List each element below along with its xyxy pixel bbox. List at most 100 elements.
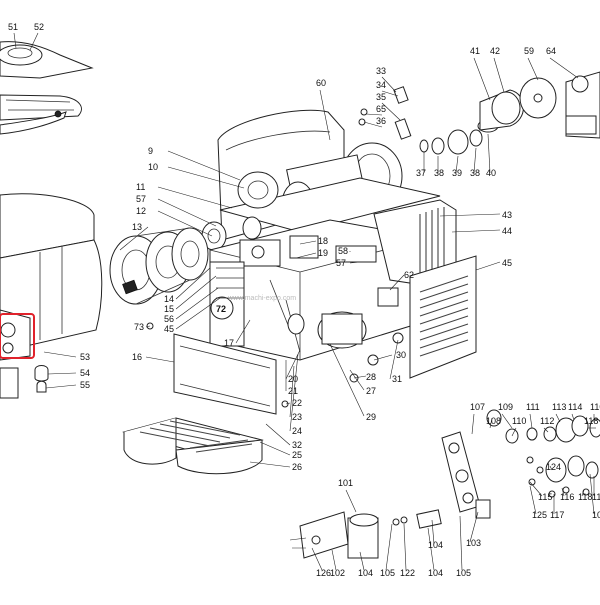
callout-leader-line — [555, 413, 561, 423]
callout-label-118: 118 — [578, 492, 592, 502]
callout-leader-line — [427, 527, 435, 571]
callout-label-18: 18 — [318, 236, 328, 246]
callout-label-108: 108 — [486, 416, 501, 426]
callout-label-33: 33 — [376, 66, 386, 76]
lid-top-assembly — [0, 41, 94, 135]
callout-label-9: 9 — [148, 146, 153, 156]
callout-leader-line — [363, 121, 383, 128]
callout-leader-line — [493, 57, 505, 93]
callout-leader-line — [235, 319, 251, 344]
callout-leader-line — [167, 166, 245, 189]
callout-leader-line — [561, 487, 565, 497]
callout-label-103: 103 — [466, 538, 481, 548]
callout-leader-line — [439, 213, 501, 217]
callout-leader-line — [29, 32, 39, 51]
callout-leader-line — [175, 267, 211, 300]
callout-leader-line — [265, 423, 291, 446]
callout-leader-line — [455, 155, 459, 174]
callout-leader-line — [175, 287, 219, 320]
callout-leader-line — [469, 511, 479, 543]
callout-leader-line — [487, 133, 491, 174]
callout-leader-line — [473, 147, 477, 174]
callout-leader-line — [473, 57, 491, 101]
callout-label-54: 54 — [80, 368, 90, 378]
callout-leader-line — [381, 102, 401, 121]
callout-leader-line — [157, 198, 217, 227]
callout-leader-line — [543, 427, 549, 433]
callout-leader-line — [475, 261, 501, 271]
callout-label-45: 45 — [164, 324, 174, 334]
callout-label-104: 104 — [358, 568, 373, 578]
callout-label-115: 115 — [538, 492, 552, 502]
callout-leader-line — [389, 274, 405, 291]
callout-leader-line — [349, 369, 365, 391]
callout-leader-line — [549, 57, 579, 79]
callout-leader-line — [43, 351, 77, 358]
callout-leader-line — [381, 76, 397, 93]
callout-leader-line — [589, 473, 595, 515]
callout-leader-line — [349, 261, 361, 264]
callout-leader-line — [527, 57, 539, 81]
callout-label-36: 36 — [376, 116, 386, 126]
callout-leader-line — [331, 549, 337, 571]
callout-label-55: 55 — [80, 380, 90, 390]
callout-leader-line — [175, 297, 221, 330]
callout-label-111: 111 — [526, 402, 540, 412]
callout-label-59: 59 — [524, 46, 534, 56]
callout-label-110: 110 — [590, 402, 600, 412]
callout-leader-line — [529, 485, 537, 515]
callout-leader-line — [289, 353, 299, 432]
callout-label-12: 12 — [136, 206, 146, 216]
callout-leader-line — [157, 186, 233, 209]
callout-label-52: 52 — [34, 22, 44, 32]
callout-leader-line — [45, 384, 77, 389]
callout-leader-line — [47, 372, 77, 375]
callout-label-29: 29 — [366, 412, 376, 422]
callout-leader-line — [529, 481, 543, 497]
callout-leader-line — [385, 523, 393, 571]
callout-leader-line — [359, 551, 365, 571]
callout-label-27: 27 — [366, 386, 376, 396]
callout-label-117: 117 — [550, 510, 564, 520]
callout-label-62: 62 — [404, 270, 414, 280]
callout-label-64: 64 — [546, 46, 556, 56]
callout-label-32: 32 — [292, 440, 302, 450]
callout-leader-line — [549, 465, 553, 471]
top-right-small-parts — [358, 71, 600, 155]
callout-leader-line — [381, 90, 399, 97]
callout-leader-line — [157, 210, 213, 237]
callout-label-113: 113 — [552, 402, 566, 412]
callout-label-112: 112 — [540, 416, 554, 426]
callout-label-34: 34 — [376, 80, 386, 90]
callout-label-38: 38 — [470, 168, 480, 178]
callout-label-114: 114 — [568, 402, 582, 412]
callout-label-26: 26 — [292, 462, 302, 472]
left-tank-body — [0, 193, 103, 399]
callout-label-109: 109 — [498, 402, 513, 412]
callout-label-16: 16 — [132, 352, 142, 362]
callout-label-42: 42 — [490, 46, 500, 56]
callout-label-14: 14 — [164, 294, 174, 304]
bowl-cylinder-60 — [217, 109, 441, 241]
callout-label-19: 19 — [318, 248, 328, 258]
callout-label-60: 60 — [316, 78, 326, 88]
callout-leader-line — [511, 427, 517, 437]
callout-leader-line — [285, 402, 291, 405]
callout-label-37: 37 — [416, 168, 426, 178]
callout-label-38: 38 — [434, 168, 444, 178]
callout-label-22: 22 — [292, 398, 302, 408]
callout-label-25: 25 — [292, 450, 302, 460]
callout-leader-line — [295, 252, 317, 259]
callout-label-45: 45 — [502, 258, 512, 268]
callout-leader-line — [13, 32, 17, 49]
callout-label-102: 102 — [330, 568, 345, 578]
callout-leader-line — [167, 150, 241, 181]
callout-leader-line — [501, 413, 513, 429]
callout-label-44: 44 — [502, 226, 512, 236]
callout-label-106: 106 — [592, 510, 600, 520]
watermark: www.machi-expo.com — [227, 295, 296, 302]
callout-label-35: 35 — [376, 92, 386, 102]
callout-label-126: 126 — [316, 568, 331, 578]
